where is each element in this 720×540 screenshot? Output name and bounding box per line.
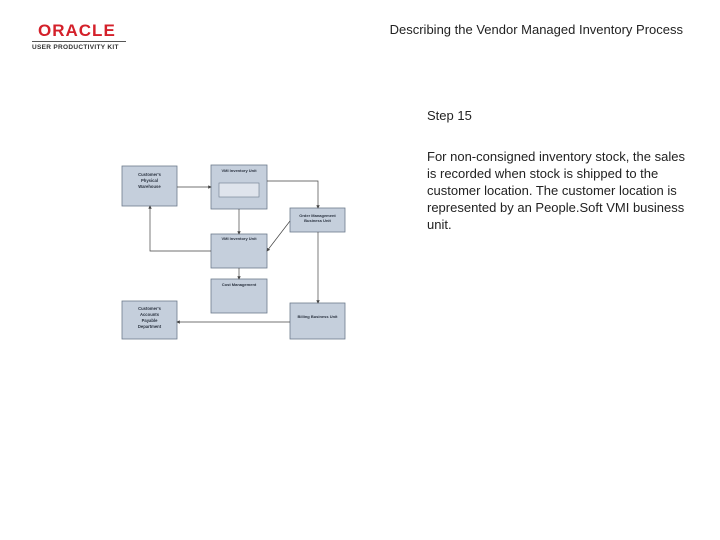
diagram-connectors <box>148 180 320 324</box>
connector-order-to-vmi-bu <box>266 220 291 252</box>
node-cost-management: Cost Management <box>210 278 268 314</box>
node-label-line: VMI Inventory Unit <box>221 236 257 241</box>
connector-vmi-bu-to-warehouse <box>148 205 211 252</box>
nested-step-box <box>218 182 260 198</box>
logo-brand: ORACLE <box>38 21 116 40</box>
node-label-line: Physical <box>141 178 158 183</box>
node-order-management: Order Management Business Unit <box>289 207 346 233</box>
node-label-line: VMI Inventory Unit <box>221 168 257 173</box>
node-customer-ap: Customer's Accounts Payable Department <box>121 300 178 340</box>
oracle-upk-logo: ORACLE USER PRODUCTIVITY KIT <box>32 22 126 51</box>
node-label-line: Business Unit <box>304 218 331 223</box>
connector-vmi-to-order <box>267 180 320 209</box>
node-label-line: Cost Management <box>222 282 257 287</box>
logo-subtitle: USER PRODUCTIVITY KIT <box>32 44 119 51</box>
node-label-line: Order Management <box>299 213 336 218</box>
node-label-line: Payable <box>142 318 159 323</box>
step-description: For non-consigned inventory stock, the s… <box>427 149 685 232</box>
node-billing: Billing Business Unit <box>289 302 346 340</box>
node-label-line: Warehouse <box>138 184 161 189</box>
node-label-line: Billing Business Unit <box>297 314 338 319</box>
node-vmi-inventory-bu: VMI Inventory Unit <box>210 233 268 269</box>
page-title: Describing the Vendor Managed Inventory … <box>389 22 683 37</box>
node-label-line: Customer's <box>138 172 162 177</box>
logo-divider <box>32 41 126 42</box>
node-customer-warehouse: Customer's Physical Warehouse <box>121 165 178 207</box>
node-label-line: Customer's <box>138 306 162 311</box>
node-label-line: Accounts <box>140 312 160 317</box>
step-title: Step 15 <box>427 108 472 123</box>
node-label-line: Department <box>138 324 162 329</box>
node-vmi-inventory-top: VMI Inventory Unit <box>210 164 268 210</box>
vmi-process-diagram: Customer's Physical Warehouse VMI Invent… <box>121 164 346 340</box>
